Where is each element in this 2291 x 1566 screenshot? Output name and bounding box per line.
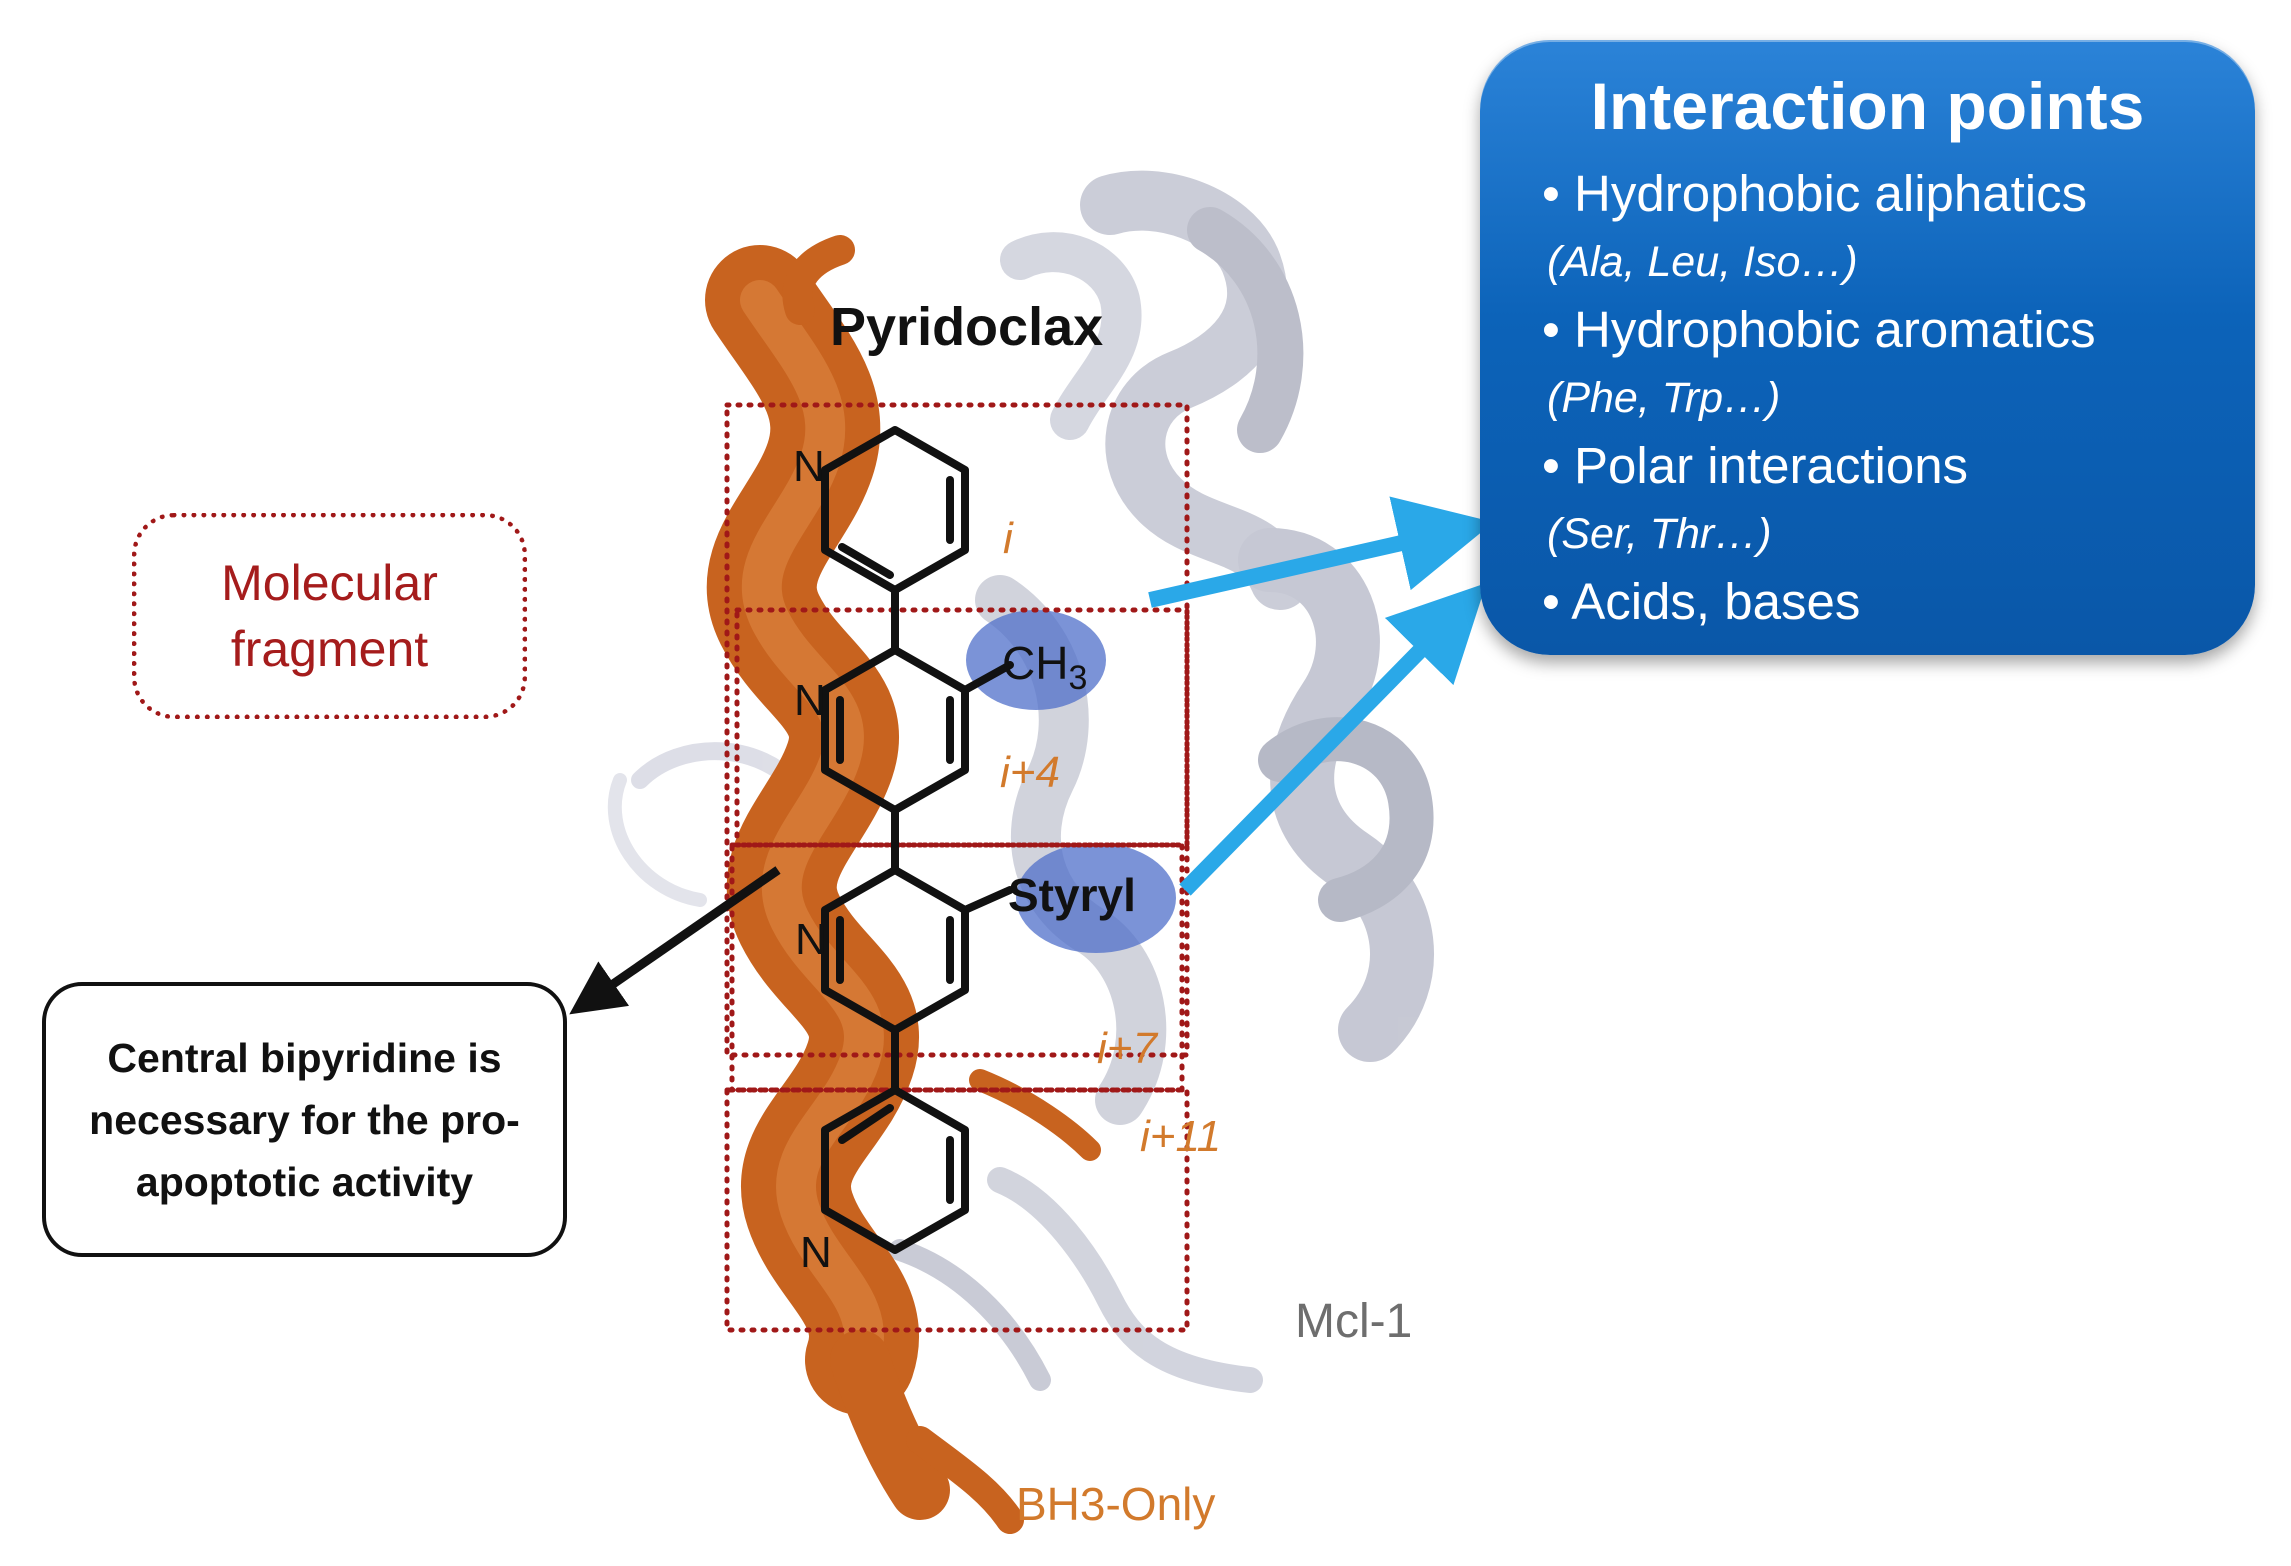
- methyl-interaction-blob: [966, 610, 1106, 710]
- fragment-box-i7: [729, 842, 1185, 1093]
- nitrogen-label-ring4: N: [800, 1228, 832, 1277]
- molecule-skeleton: [821, 426, 1014, 1254]
- methyl-main-text: CH: [1002, 637, 1069, 689]
- helix-position-i11: i+11: [1140, 1112, 1222, 1161]
- interaction-item-2: • Hydrophobic aromatics: [1542, 301, 2096, 358]
- fragment-label-line-2: fragment: [230, 621, 429, 677]
- styryl-interaction-blob: [1016, 843, 1176, 953]
- interaction-example-2: (Phe, Trp…): [1547, 374, 1781, 422]
- interaction-item-3: • Polar interactions: [1542, 437, 1969, 494]
- nitrogen-label-ring3: N: [795, 915, 827, 964]
- bipyridine-note-arrow: [569, 866, 781, 1015]
- fragment-box-i11: [724, 1087, 1190, 1333]
- bh3-only-label: BH3-Only: [1016, 1478, 1216, 1530]
- styryl-to-box-arrow: [1179, 583, 1487, 896]
- helix-position-i7: i+7: [1097, 1024, 1157, 1073]
- compound-label: Pyridoclax: [830, 297, 1104, 357]
- methyl-to-box-arrow: [1148, 496, 1494, 608]
- fragment-label-line-1: Molecular: [221, 555, 438, 611]
- methyl-subscript: 3: [1068, 659, 1088, 698]
- interaction-points-title: Interaction points: [1590, 69, 2145, 143]
- note-line-2: necessary for the pro-: [89, 1096, 520, 1143]
- fragment-box-i4: [734, 607, 1190, 848]
- fragment-boxes: [724, 402, 1190, 1333]
- nitrogen-label-ring2: N: [794, 676, 826, 725]
- interaction-example-1: (Ala, Leu, Iso…): [1547, 238, 1858, 286]
- helix-position-i: i: [1003, 514, 1013, 563]
- note-line-1: Central bipyridine is: [107, 1034, 502, 1081]
- styryl-label: Styryl: [1008, 869, 1136, 921]
- bipyridine-note-box: Central bipyridine is necessary for the …: [42, 982, 567, 1257]
- interaction-points-box: Interaction points • Hydrophobic aliphat…: [1480, 40, 2255, 655]
- nitrogen-label-ring1: N: [793, 442, 825, 491]
- helix-position-i4: i+4: [1000, 748, 1060, 797]
- mcl1-label: Mcl-1: [1295, 1295, 1413, 1348]
- molecular-fragment-box: Molecular fragment: [132, 513, 527, 719]
- interaction-example-3: (Ser, Thr…): [1547, 510, 1772, 558]
- bh3-helix-ribbon: [705, 235, 1101, 1534]
- note-line-3: apoptotic activity: [135, 1158, 474, 1205]
- methyl-label: CH3: [1002, 636, 1087, 698]
- interaction-item-4: • Acids, bases: [1542, 573, 1861, 630]
- interaction-points-list: • Hydrophobic aliphatics (Ala, Leu, Iso……: [1542, 160, 2096, 636]
- interaction-item-1: • Hydrophobic aliphatics: [1542, 165, 2088, 222]
